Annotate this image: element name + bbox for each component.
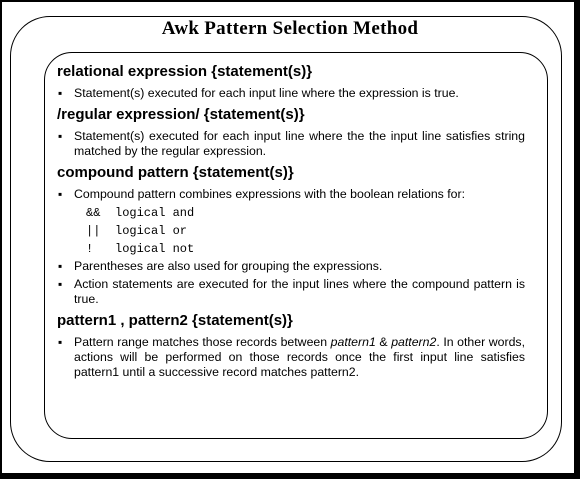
bullet-item: ▪ Statement(s) executed for each input l… — [57, 86, 525, 101]
bullet-item: ▪ Statement(s) executed for each input l… — [57, 129, 525, 159]
bullet-text: Statement(s) executed for each input lin… — [74, 86, 459, 100]
slide-content: relational expression {statement(s)} ▪ S… — [57, 62, 525, 384]
section-heading: pattern1 , pattern2 {statement(s)} — [57, 312, 293, 329]
bullet-text: Statement(s) executed for each input lin… — [74, 129, 525, 158]
section-compound: compound pattern {statement(s)} ▪ Compou… — [57, 163, 525, 307]
operator-symbol: || — [86, 224, 101, 238]
bullet-icon: ▪ — [58, 129, 63, 143]
bullet-icon: ▪ — [58, 277, 63, 291]
bullet-text-emphasis: pattern1 — [330, 335, 376, 349]
bullet-icon: ▪ — [58, 335, 63, 349]
operator-row: ! logical not — [57, 241, 525, 257]
bullet-text: Pattern range matches those records betw… — [74, 335, 525, 379]
section-heading: /regular expression/ {statement(s)} — [57, 106, 305, 123]
bullet-icon: ▪ — [58, 259, 63, 273]
section-heading: compound pattern {statement(s)} — [57, 164, 294, 181]
bullet-text-emphasis: pattern2 — [391, 335, 437, 349]
bullet-text: Action statements are executed for the i… — [74, 277, 525, 306]
bullet-text: Compound pattern combines expressions wi… — [74, 187, 465, 201]
bullet-item: ▪ Parentheses are also used for grouping… — [57, 259, 525, 274]
operator-desc: logical not — [115, 242, 195, 256]
operator-row: || logical or — [57, 223, 525, 239]
operator-desc: logical and — [115, 206, 195, 220]
section-regex: /regular expression/ {statement(s)} ▪ St… — [57, 105, 525, 159]
operator-symbol: && — [86, 206, 101, 220]
bullet-text-part: Pattern range matches those records betw… — [74, 335, 331, 349]
slide-title: Awk Pattern Selection Method — [0, 18, 580, 40]
shadow-right — [574, 0, 580, 479]
bullet-item: ▪ Action statements are executed for the… — [57, 277, 525, 307]
bullet-icon: ▪ — [58, 86, 63, 100]
bullet-item: ▪ Compound pattern combines expressions … — [57, 187, 525, 202]
bullet-text-part: . In other words, actions will be perfor… — [74, 335, 525, 379]
operator-desc: logical or — [115, 224, 188, 238]
bullet-icon: ▪ — [58, 187, 63, 201]
section-heading: relational expression {statement(s)} — [57, 63, 313, 80]
bullet-item: ▪ Pattern range matches those records be… — [57, 335, 525, 380]
outer-rounded-border — [10, 16, 562, 462]
section-range: pattern1 , pattern2 {statement(s)} ▪ Pat… — [57, 311, 525, 380]
section-relational: relational expression {statement(s)} ▪ S… — [57, 62, 525, 101]
bullet-text: Parentheses are also used for grouping t… — [74, 259, 383, 273]
bullet-text-part: & — [375, 335, 392, 349]
inner-rounded-border — [44, 52, 548, 439]
operator-symbol: ! — [86, 242, 94, 256]
shadow-bottom — [0, 473, 580, 479]
operator-row: && logical and — [57, 205, 525, 221]
slide-title-text: Awk Pattern Selection Method — [157, 18, 423, 39]
